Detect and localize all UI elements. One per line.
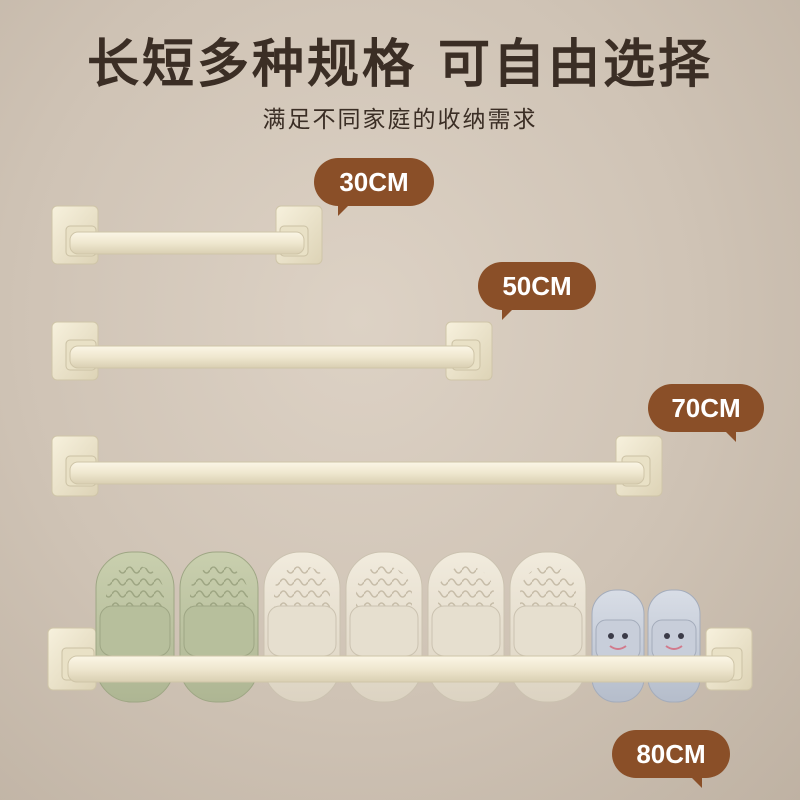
rack-50cm — [51, 321, 493, 381]
rack-30cm — [51, 205, 323, 265]
subheadline: 满足不同家庭的收纳需求 — [262, 107, 538, 133]
size-label-80cm: 80CM — [612, 730, 730, 788]
size-label-30cm: 30CM — [314, 158, 434, 216]
size-label-70cm: 70CM — [648, 384, 764, 442]
headline: 长短多种规格 可自由选择 — [86, 35, 714, 95]
rack-80cm-bar — [61, 647, 743, 683]
rack-70cm — [51, 435, 663, 497]
size-label-50cm: 50CM — [478, 262, 596, 320]
